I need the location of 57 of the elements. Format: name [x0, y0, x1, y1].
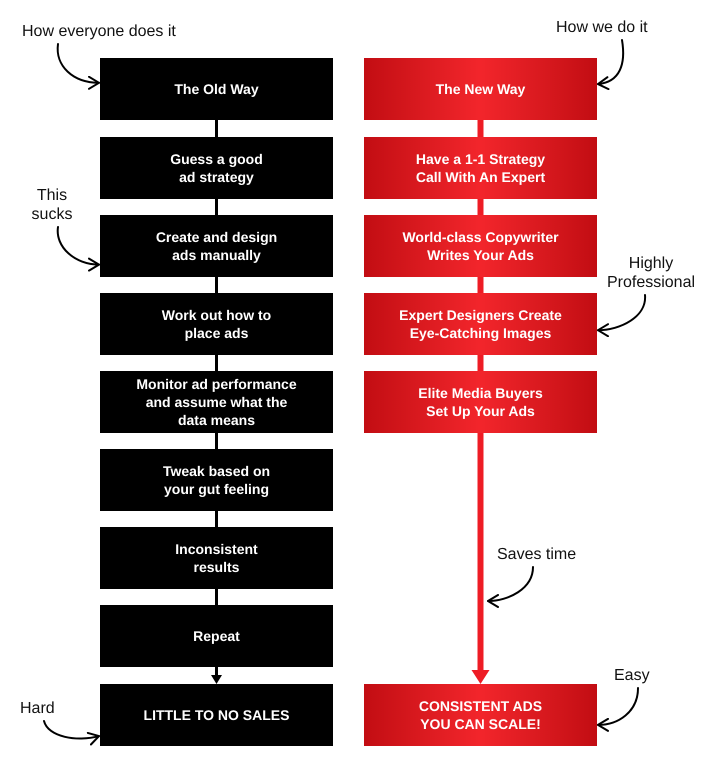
- connector-line: [215, 511, 218, 527]
- handwritten-note: Hard: [20, 699, 55, 718]
- step-text: Guess a good ad strategy: [169, 150, 264, 186]
- process-box: [364, 293, 597, 355]
- connector-line: [215, 589, 218, 605]
- handwritten-note: Easy: [614, 666, 650, 685]
- connector-line: [215, 355, 218, 371]
- connector-line: [215, 433, 218, 449]
- step-text: Work out how to place ads: [160, 306, 272, 342]
- process-box: [364, 137, 597, 199]
- step-text: The Old Way: [174, 80, 259, 98]
- process-box: [100, 137, 333, 199]
- process-box: [100, 684, 333, 746]
- leader-arrow: [43, 720, 100, 746]
- leader-arrow: [56, 226, 100, 271]
- process-box: [364, 371, 597, 433]
- step-text: World-class Copywriter Writes Your Ads: [401, 228, 560, 264]
- process-box: [100, 58, 333, 120]
- leader-arrow: [56, 43, 100, 90]
- process-box: [100, 527, 333, 589]
- leader-arrow: [597, 294, 646, 337]
- flow-arrow: [211, 667, 222, 684]
- step-text: The New Way: [436, 80, 526, 98]
- process-box: [364, 58, 597, 120]
- step-text: CONSISTENT ADS YOU CAN SCALE!: [418, 697, 544, 733]
- process-box: [364, 684, 597, 746]
- process-box: [100, 371, 333, 433]
- step-text: Expert Designers Create Eye-Catching Images: [398, 306, 563, 342]
- process-box: [100, 215, 333, 277]
- connector-line: [215, 199, 218, 215]
- process-box: [100, 293, 333, 355]
- handwritten-note: Saves time: [497, 545, 576, 564]
- connector-line: [478, 277, 484, 293]
- handwritten-note: How we do it: [556, 18, 648, 37]
- connector-line: [478, 120, 484, 137]
- step-text: Inconsistent results: [174, 540, 259, 576]
- leader-arrow: [597, 39, 624, 90]
- flow-arrow: [472, 433, 490, 684]
- leader-arrow: [487, 566, 534, 608]
- step-text: Create and design ads manually: [154, 228, 278, 264]
- connector-line: [215, 277, 218, 293]
- process-box: [100, 449, 333, 511]
- handwritten-note: Highly Professional: [598, 254, 704, 292]
- connector-line: [478, 355, 484, 371]
- connector-line: [478, 199, 484, 215]
- step-text: Elite Media Buyers Set Up Your Ads: [417, 384, 544, 420]
- step-text: LITTLE TO NO SALES: [144, 706, 290, 724]
- handwritten-note: This sucks: [26, 186, 78, 224]
- handwritten-note: How everyone does it: [22, 22, 176, 41]
- step-text: Tweak based on your gut feeling: [162, 462, 272, 498]
- process-box: [364, 215, 597, 277]
- leader-arrow: [597, 687, 639, 732]
- step-text: Monitor ad performance and assume what the data means: [135, 375, 298, 429]
- connector-line: [215, 120, 218, 137]
- step-text: Have a 1-1 Strategy Call With An Expert: [414, 150, 546, 186]
- process-box: [100, 605, 333, 667]
- step-text: Repeat: [193, 627, 240, 645]
